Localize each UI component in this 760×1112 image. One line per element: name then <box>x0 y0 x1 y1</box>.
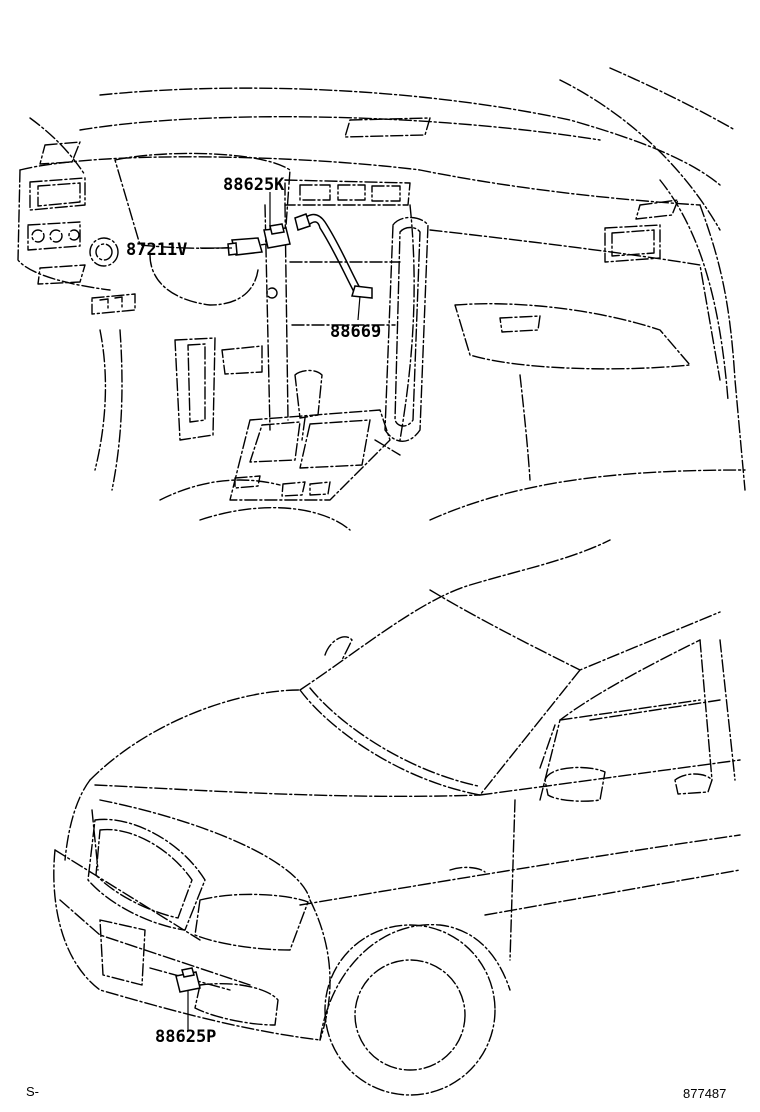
interior-dashboard-view <box>17 67 746 531</box>
exterior-car-view <box>53 539 741 1096</box>
footer-left-mark: S- <box>26 1084 39 1099</box>
part-87211V-sensor <box>227 237 263 256</box>
callout-88669: 88669 <box>330 322 382 342</box>
part-88669-hose <box>294 213 373 299</box>
part-88625K-sensor <box>263 223 291 249</box>
part-88625P-sensor <box>175 967 201 993</box>
callout-88625K: 88625K <box>223 175 285 195</box>
callout-87211V: 87211V <box>126 240 188 260</box>
figure-id: 877487 <box>683 1086 727 1101</box>
leader-lines <box>187 192 361 1030</box>
callout-88625P: 88625P <box>155 1027 217 1047</box>
